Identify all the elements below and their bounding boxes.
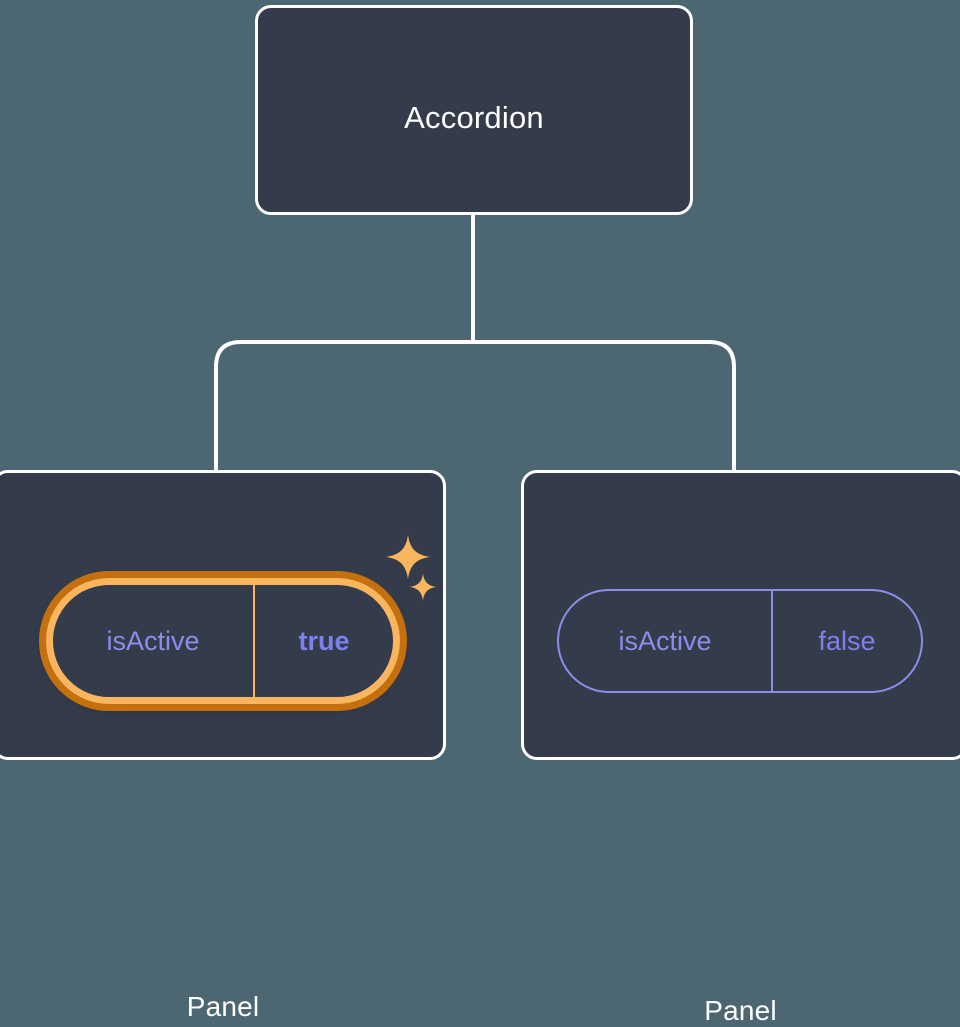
prop-pill-key: isActive [106, 625, 200, 656]
prop-pill-isactive-false[interactable]: isActive false [557, 589, 923, 693]
node-accordion-label: Accordion [404, 100, 544, 135]
prop-pill-key: isActive [618, 625, 712, 656]
prop-pill-value: true [253, 585, 393, 697]
node-panel-active-label: Panel [186, 991, 260, 1022]
prop-pill-isactive-true[interactable]: isActive true [39, 571, 407, 711]
connector-branch-bus [214, 340, 736, 470]
diagram-canvas: Accordion Panel isActive true Panel isAc… [0, 5, 960, 1026]
prop-pill-value: false [771, 591, 921, 691]
node-accordion[interactable]: Accordion [255, 5, 693, 215]
node-panel-inactive-label: Panel [704, 995, 777, 1026]
